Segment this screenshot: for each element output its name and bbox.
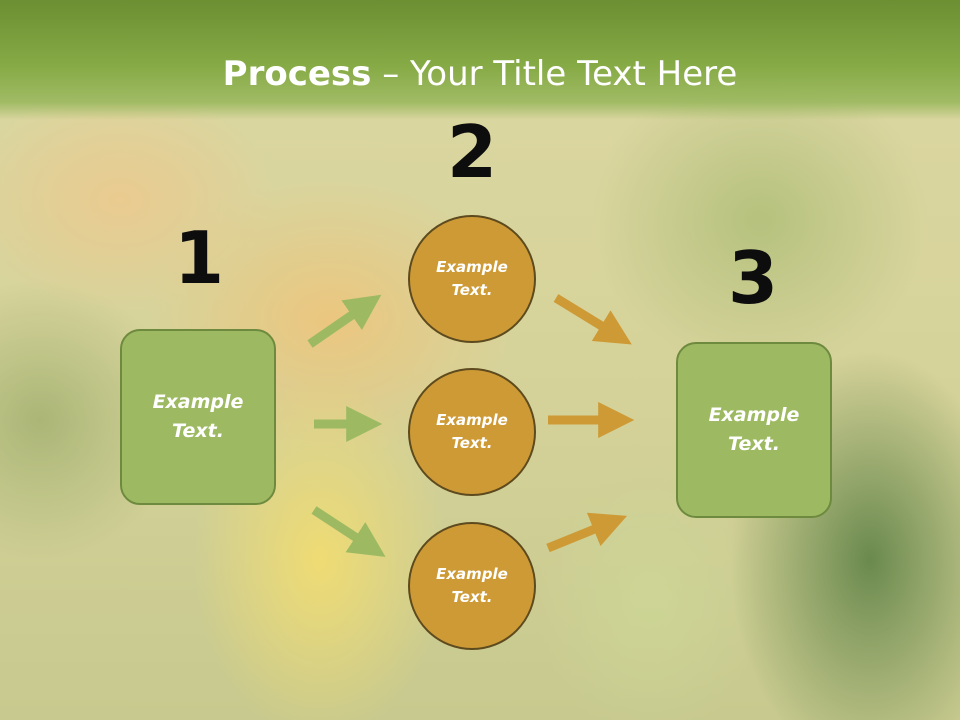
step-2-circle-3-text: Example Text. [436,565,508,606]
step-1-number: 1 [173,216,225,300]
step-2-circle-1: Example Text. [408,215,536,343]
arrow-2c-to-3 [546,512,628,553]
step-3-box: Example Text. [676,342,832,518]
step-3-text: Example Text. [708,404,800,455]
title-bar [0,0,960,120]
arrow-1-to-2a [307,294,382,348]
arrow-2a-to-3 [553,294,632,345]
step-2-circle-1-text: Example Text. [436,258,508,299]
step-2-circle-2: Example Text. [408,368,536,496]
title-dash: – [371,54,411,94]
step-1-text: Example Text. [152,391,244,442]
slide-title: Process – Your Title Text Here [0,52,960,96]
step-2-circle-2-text: Example Text. [436,411,508,452]
arrow-1-to-2c [311,506,386,557]
step-1-box: Example Text. [120,329,276,505]
step-2-circle-3: Example Text. [408,522,536,650]
step-3-number: 3 [727,236,779,320]
title-rest: Your Title Text Here [410,54,738,94]
step-2-number: 2 [446,110,498,194]
title-bold: Process [222,54,372,94]
